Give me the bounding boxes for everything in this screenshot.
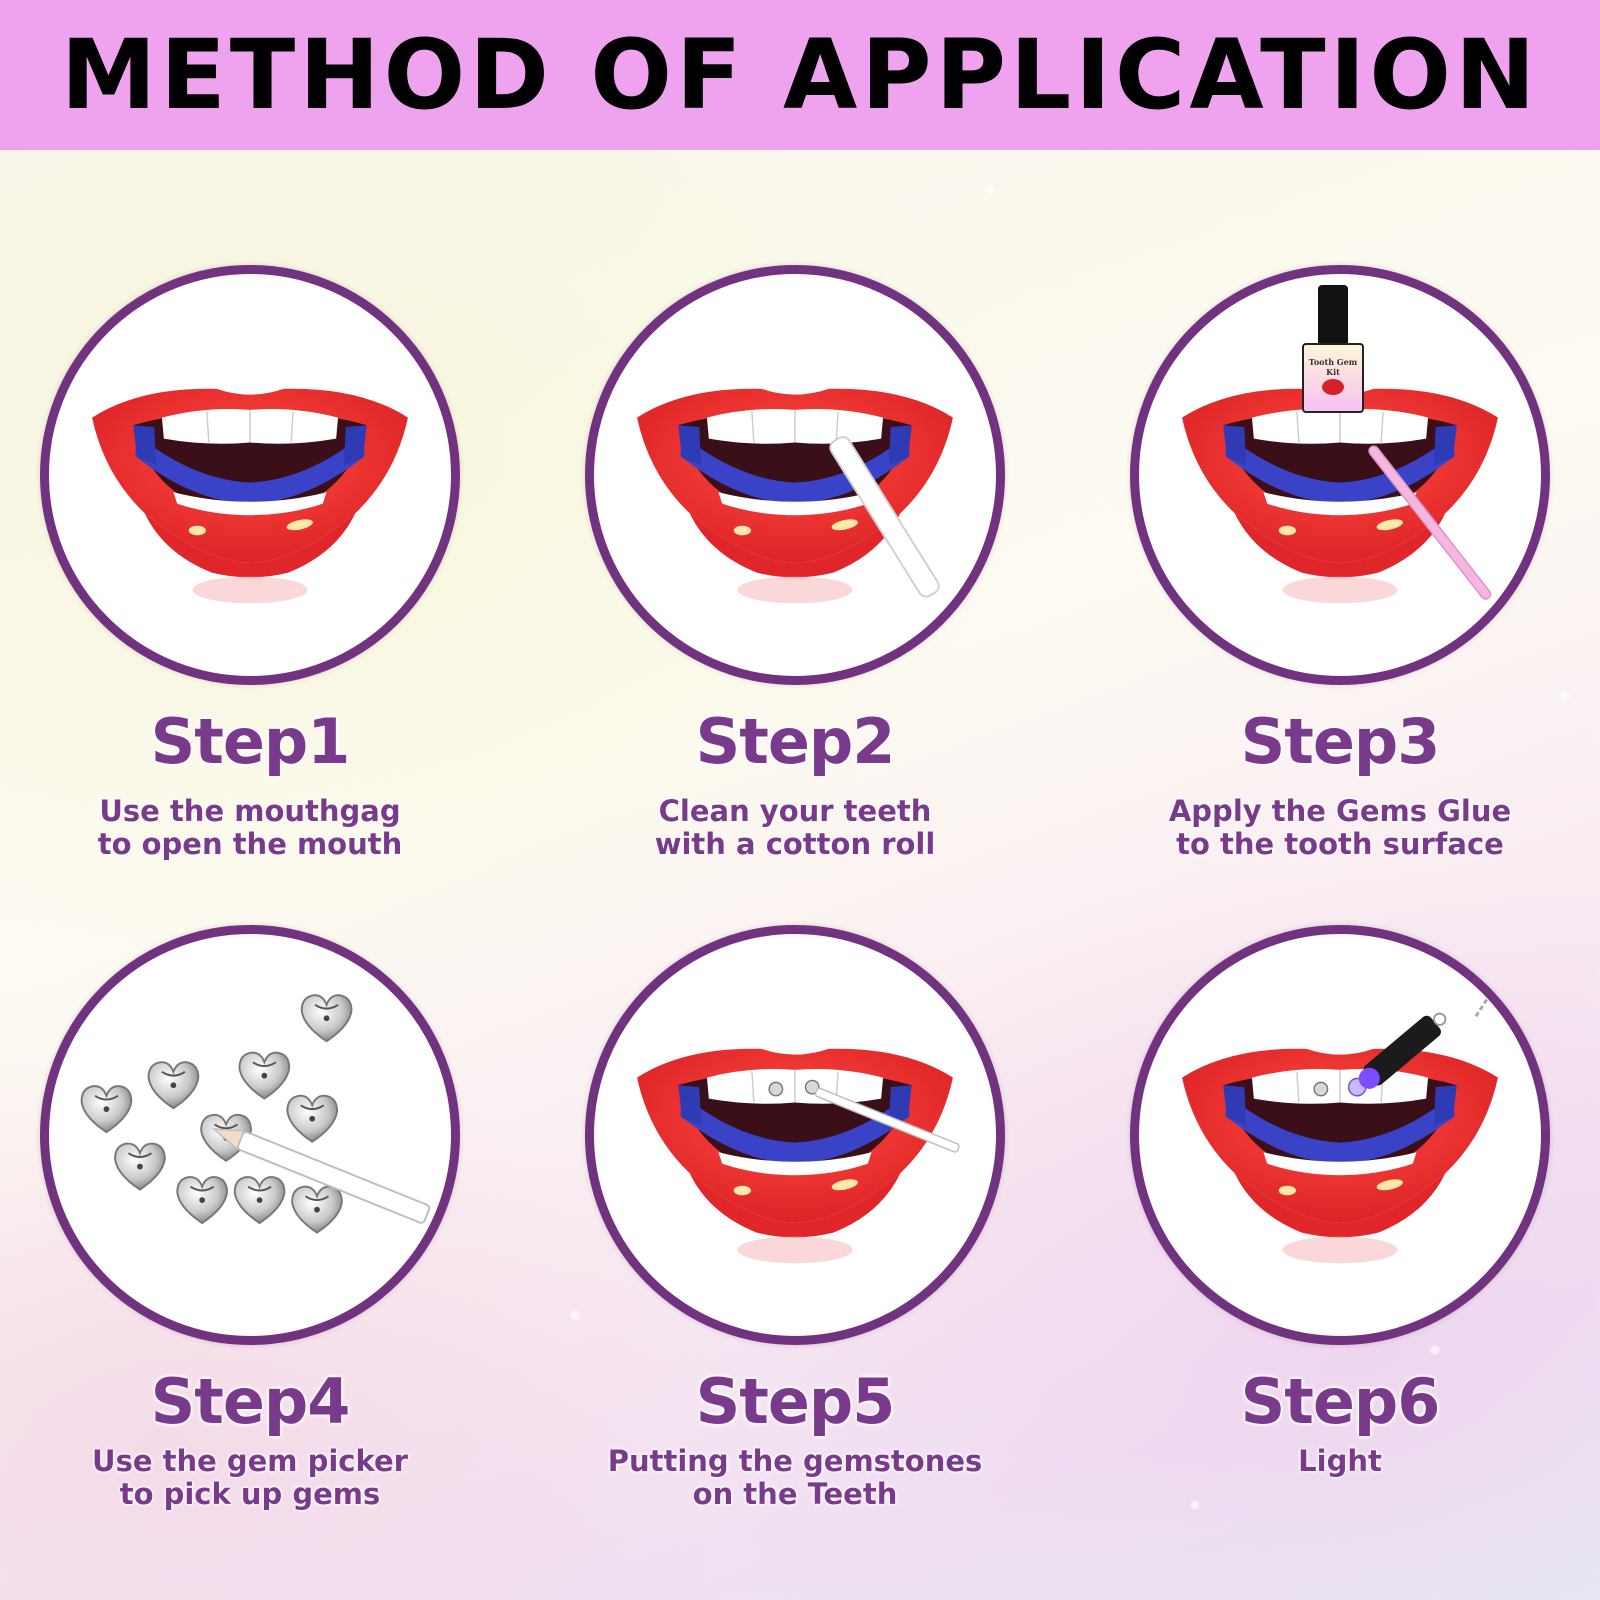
heart-gem-icon	[300, 994, 353, 1043]
step-1-circle	[40, 265, 460, 685]
step-1-title: Step1	[150, 705, 351, 778]
page-title: METHOD OF APPLICATION	[60, 19, 1540, 131]
step-6-description: Light	[1070, 1445, 1600, 1478]
sparkle-decoration	[1430, 1345, 1440, 1355]
step-2-description: Clean your teeth with a cotton roll	[525, 795, 1065, 861]
step-5-description: Putting the gemstones on the Teeth	[525, 1445, 1065, 1511]
heart-gem-icon	[176, 1176, 228, 1225]
heart-gem-icon	[114, 1142, 166, 1191]
step-4-line2: to pick up gems	[119, 1477, 381, 1511]
sparkle-decoration	[985, 185, 995, 195]
step-5-title: Step5	[695, 1365, 896, 1438]
tooth-gem-icon	[1313, 1081, 1329, 1097]
open-mouth-icon	[49, 274, 451, 676]
step-2-circle	[585, 265, 1005, 685]
cotton-roll-icon	[829, 436, 940, 598]
step-6-circle	[1130, 925, 1550, 1345]
heart-gem-icon	[147, 1061, 200, 1110]
glue-bottle-icon: Tooth Gem Kit	[1298, 285, 1368, 413]
step-6-title: Step6	[1240, 1365, 1441, 1438]
mouth-cotton-roll-icon	[594, 274, 996, 676]
tooth-gem-icon	[768, 1081, 784, 1097]
title-banner: METHOD OF APPLICATION	[0, 0, 1600, 150]
step-1-line2: to open the mouth	[97, 827, 403, 861]
heart-gem-icon	[291, 1185, 343, 1234]
step-1-line1: Use the mouthgag	[99, 794, 401, 828]
heart-gem-icon	[233, 1176, 286, 1225]
step-2-title: Step2	[695, 705, 896, 778]
mouth-glue-brush-icon	[1139, 274, 1541, 676]
heart-gem-icon	[80, 1085, 133, 1134]
step-3-title: Step3	[1240, 705, 1441, 778]
heart-gem-icon	[286, 1094, 339, 1143]
step-3-line2: to the tooth surface	[1176, 827, 1504, 861]
step-2-line2: with a cotton roll	[654, 827, 936, 861]
step-1-description: Use the mouthgag to open the mouth	[0, 795, 520, 861]
step-5-line2: on the Teeth	[692, 1477, 898, 1511]
gem-picker-icon	[211, 1128, 431, 1224]
heart-gem-icon	[238, 1051, 291, 1100]
heart-gems-picker-icon	[80, 994, 431, 1234]
step-4-circle	[40, 925, 460, 1345]
step-6-line1: Light	[1298, 1444, 1382, 1478]
step-5-circle	[585, 925, 1005, 1345]
sparkle-decoration	[1560, 690, 1570, 700]
step-4-title: Step4	[150, 1365, 351, 1438]
glue-brush-icon	[1368, 445, 1492, 600]
step-4-description: Use the gem picker to pick up gems	[0, 1445, 520, 1511]
mouth-uv-light-icon	[1139, 960, 1510, 1336]
step-3-line1: Apply the Gems Glue	[1168, 794, 1512, 828]
tooth-gem-icon	[804, 1079, 820, 1095]
step-5-line1: Putting the gemstones	[607, 1444, 983, 1478]
sparkle-decoration	[570, 1310, 580, 1320]
step-3-description: Apply the Gems Glue to the tooth surface	[1070, 795, 1600, 861]
mouth-gem-placement-icon	[594, 934, 960, 1336]
uv-flashlight-icon	[1358, 1012, 1447, 1089]
keychain-icon	[1474, 960, 1510, 1018]
sparkle-decoration	[1190, 1500, 1200, 1510]
glue-bottle-label: Tooth Gem Kit	[1308, 357, 1358, 377]
step-4-line1: Use the gem picker	[92, 1444, 408, 1478]
step-2-line1: Clean your teeth	[658, 794, 932, 828]
gem-picker-icon	[814, 1087, 960, 1153]
